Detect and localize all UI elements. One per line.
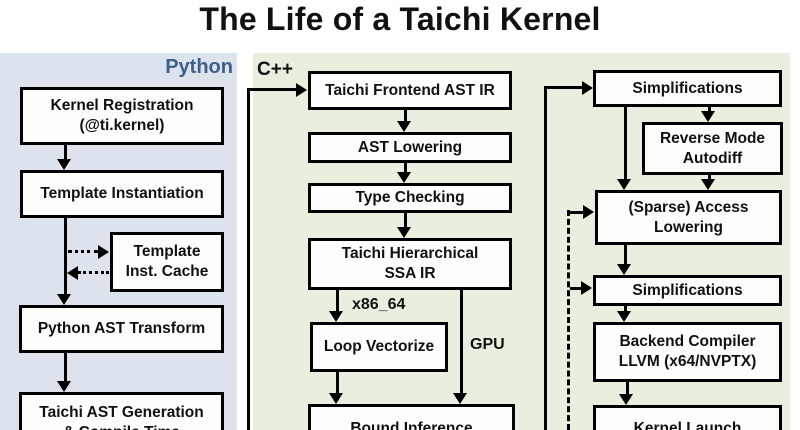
edge-ssa-loopvec-line: [336, 290, 339, 312]
node-simplifications-bottom: Simplifications: [593, 275, 782, 306]
node-python-ast-transform: Python AST Transform: [19, 305, 224, 353]
node-kernel-registration-label: Kernel Registration: [50, 97, 194, 114]
edge-ssa-bound-gpu-arrowhead-icon: [453, 393, 467, 404]
node-ast-lowering-label: AST Lowering: [357, 138, 463, 156]
node-sparse-access-lowering: (Sparse) Access Lowering: [595, 190, 782, 245]
edge-simpl-sparse-line: [624, 107, 627, 179]
edge-label-gpu: GPU: [470, 336, 505, 353]
edge-sparse-simpl2-arrowhead-icon: [617, 264, 631, 275]
node-kernel-launch: Kernel Launch: [593, 405, 782, 430]
edge-pyast-taichiast-arrowhead-icon: [57, 381, 71, 392]
node-backend-compiler-label2: LLVM (x64/NVPTX): [618, 353, 757, 370]
edge-simpl2-backend-line: [624, 306, 627, 312]
edge-label-x86-64: x86_64: [352, 296, 406, 313]
node-kernel-registration-label2: (@ti.kernel): [79, 117, 165, 134]
node-taichi-hierarchical-ssa-ir-label2: SSA IR: [384, 265, 436, 282]
edge-to-cache-dotted-line: [68, 250, 98, 253]
node-template-instantiation-label: Template Instantiation: [40, 185, 204, 202]
edge-ssa-bound-gpu-line: [460, 290, 463, 394]
edge-mid-to-right-arrowhead-icon: [582, 81, 593, 95]
node-kernel-launch-label: Kernel Launch: [633, 420, 742, 430]
edge-feedback-sparse-hline: [570, 211, 584, 214]
node-kernel-registration: Kernel Registration (@ti.kernel): [20, 87, 224, 145]
edge-simpl-sparse-arrowhead-icon: [617, 179, 631, 190]
edge-ssa-loopvec-arrowhead-icon: [329, 311, 343, 322]
edge-python-to-cpp-arrowhead-icon: [296, 83, 307, 97]
edge-feedback-simpl-hline: [570, 287, 582, 290]
node-taichi-hierarchical-ssa-ir-label: Taichi Hierarchical: [341, 245, 479, 262]
edge-backend-launch-line: [626, 382, 629, 394]
node-backend-compiler: Backend Compiler LLVM (x64/NVPTX): [593, 322, 782, 382]
node-type-checking: Type Checking: [308, 183, 512, 213]
edge-lowering-typecheck-arrowhead-icon: [397, 172, 411, 183]
edge-from-cache-arrowhead-icon: [67, 266, 78, 280]
edge-mid-to-right-hline: [544, 86, 583, 89]
python-panel-label: Python: [165, 56, 233, 78]
edge-simpl2-backend-arrowhead-icon: [617, 311, 631, 322]
node-taichi-ast-generation-label2: & Compile Time: [63, 423, 180, 430]
edge-simpl-autodiff-line: [708, 107, 711, 112]
node-taichi-frontend-ast-ir-label: Taichi Frontend AST IR: [325, 81, 495, 99]
edge-pyast-taichiast-line: [64, 353, 67, 382]
node-simplifications-top: Simplifications: [593, 70, 782, 107]
node-python-ast-transform-label: Python AST Transform: [37, 320, 206, 337]
node-ast-lowering: AST Lowering: [308, 132, 512, 163]
edge-template-pyast-arrowhead-icon: [57, 294, 71, 305]
node-simplifications-top-label: Simplifications: [632, 79, 743, 97]
edge-mid-to-right-vline: [544, 86, 547, 430]
node-taichi-ast-generation: Taichi AST Generation & Compile Time: [19, 392, 224, 430]
edge-feedback-sparse-arrowhead-icon: [583, 205, 594, 219]
edge-python-to-cpp-hline: [247, 88, 297, 91]
edge-kernelreg-template-line: [64, 145, 67, 161]
node-type-checking-label: Type Checking: [355, 189, 465, 206]
edge-from-cache-dotted-line: [78, 271, 109, 274]
node-taichi-frontend-ast-ir: Taichi Frontend AST IR: [308, 71, 512, 110]
edge-frontend-lowering-line: [404, 110, 407, 122]
node-taichi-ast-generation-label: Taichi AST Generation: [39, 404, 204, 421]
node-sparse-access-lowering-label2: Lowering: [654, 218, 723, 236]
node-template-instantiation: Template Instantiation: [20, 170, 224, 218]
node-loop-vectorize: Loop Vectorize: [310, 322, 448, 372]
edge-frontend-lowering-arrowhead-icon: [397, 121, 411, 132]
edge-sparse-simpl2-line: [624, 245, 627, 265]
edge-python-to-cpp-vline: [247, 88, 250, 430]
node-bound-inference: Bound Inference: [308, 404, 515, 430]
edge-typecheck-ssa-arrowhead-icon: [397, 227, 411, 238]
edge-feedback-dashed-vline: [567, 210, 570, 430]
node-loop-vectorize-label: Loop Vectorize: [323, 338, 435, 355]
node-template-inst-cache: Template Inst. Cache: [110, 232, 224, 292]
node-template-inst-cache-label2: Inst. Cache: [125, 263, 209, 280]
node-simplifications-bottom-label: Simplifications: [632, 281, 743, 299]
edge-template-pyast-line: [64, 218, 67, 295]
edge-loopvec-bound-arrowhead-icon: [329, 393, 343, 404]
node-backend-compiler-label: Backend Compiler: [619, 333, 756, 350]
node-bound-inference-label: Bound Inference: [350, 420, 473, 430]
cpp-panel-label: C++: [257, 59, 293, 80]
node-reverse-mode-autodiff-label: Reverse Mode: [659, 129, 766, 147]
edge-lowering-typecheck-line: [404, 163, 407, 173]
edge-kernelreg-template-arrowhead-icon: [57, 159, 71, 170]
node-template-inst-cache-label: Template: [133, 243, 201, 260]
edge-loopvec-bound-line: [336, 372, 339, 394]
diagram-title: The Life of a Taichi Kernel: [199, 1, 601, 37]
edge-simpl-autodiff-arrowhead-icon: [701, 111, 715, 122]
edge-backend-launch-arrowhead-icon: [619, 394, 633, 405]
node-taichi-hierarchical-ssa-ir: Taichi Hierarchical SSA IR: [308, 238, 512, 290]
node-reverse-mode-autodiff: Reverse Mode Autodiff: [642, 122, 783, 175]
edge-typecheck-ssa-line: [404, 213, 407, 228]
node-sparse-access-lowering-label: (Sparse) Access: [628, 198, 749, 216]
edge-autodiff-sparse-arrowhead-icon: [701, 179, 715, 190]
edge-to-cache-arrowhead-icon: [98, 245, 109, 259]
edge-autodiff-sparse-line: [708, 175, 711, 180]
node-reverse-mode-autodiff-label2: Autodiff: [682, 149, 743, 167]
edge-feedback-simpl-arrowhead-icon: [581, 281, 592, 295]
